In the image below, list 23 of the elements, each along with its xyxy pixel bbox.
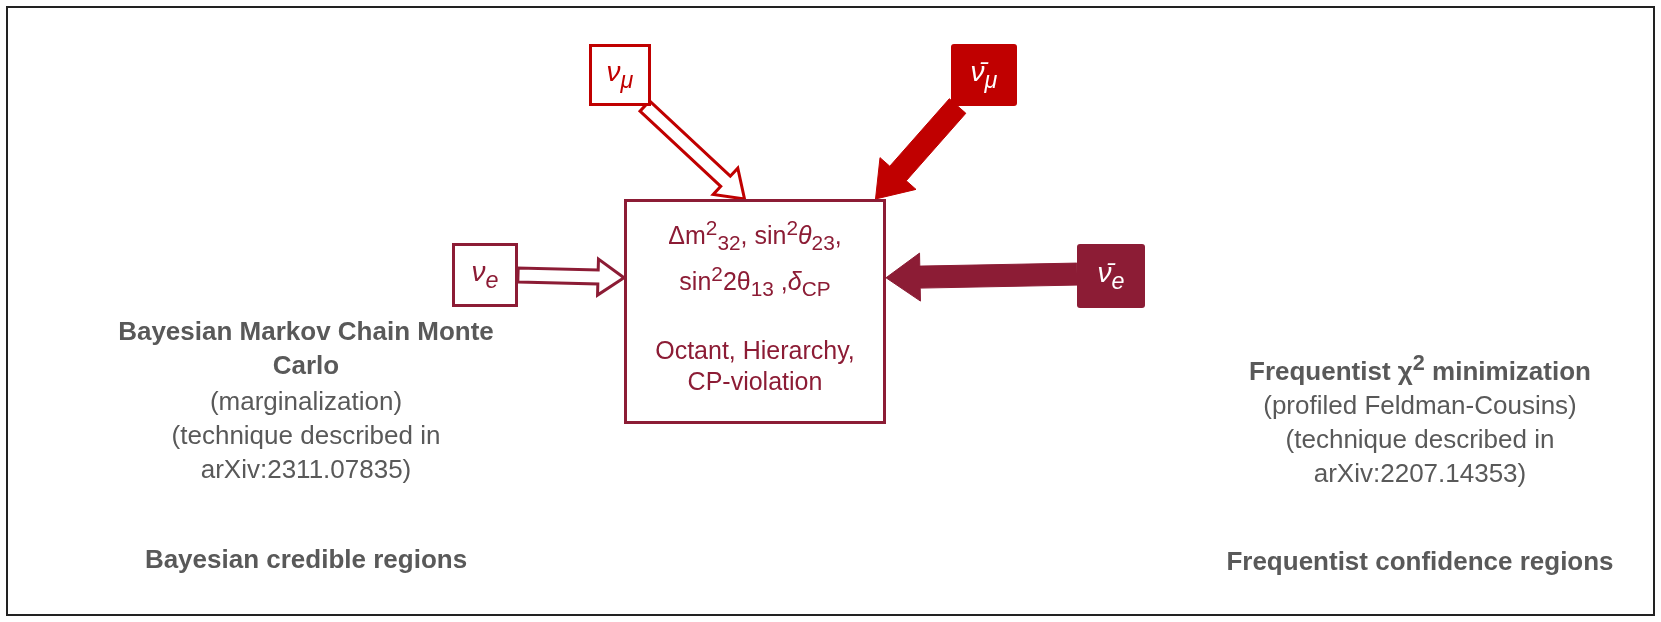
parameter-box <box>624 199 886 424</box>
neutrino-box <box>589 44 651 106</box>
particle-symbol: ν̄$_{μ}$ <box>970 56 998 94</box>
antineutrino-box <box>951 44 1017 106</box>
method-heading: Bayesian credible regions <box>143 543 469 576</box>
method-note: (profiled Feldman-Cousins) <box>1262 389 1578 422</box>
method-heading: Frequentist confidence regions <box>1225 545 1615 578</box>
hollow-block-arrow <box>637 98 747 201</box>
particle-symbol: ν$_{e}$ <box>471 256 499 294</box>
particle-symbol: ν$_{μ}$ <box>606 56 634 94</box>
neutrino-box <box>452 243 518 307</box>
method-note: (technique described in arXiv:2311.07835) <box>170 419 442 486</box>
method-heading: Bayesian Markov Chain Monte Carlo <box>117 315 495 382</box>
antineutrino-box <box>1077 244 1145 308</box>
method-note: (technique described in arXiv:2207.14353) <box>1284 423 1556 490</box>
particle-symbol: ν̄$_{e}$ <box>1097 257 1125 295</box>
method-heading: Frequentist χ$^{2}$ minimization <box>1248 349 1592 388</box>
measurement-list: Octant, Hierarchy, CP-violation <box>631 334 879 397</box>
filled-block-arrow <box>885 252 1078 302</box>
parameter-list: Δm$^{2}$$_{32}$, sin$^{2}$θ$_{23}$, sin$^{2}$2θ$_{13}$ ,δ$_{CP}$ <box>631 212 879 305</box>
method-note: (marginalization) <box>208 385 404 418</box>
filled-block-arrow <box>875 98 967 200</box>
hollow-block-arrow <box>516 256 627 298</box>
